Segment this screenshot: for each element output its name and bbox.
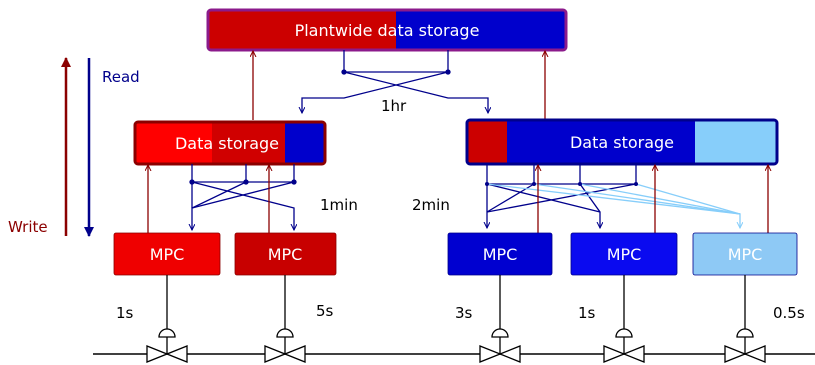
left-data-storage: Data storage	[133, 120, 327, 166]
sample-times: 1s 5s 3s 1s 0.5s	[116, 302, 805, 322]
legend: Read Write	[8, 57, 140, 237]
storage-write-lines	[253, 51, 545, 120]
mpc-4[interactable]: MPC	[570, 232, 678, 276]
mpc-1-label: MPC	[150, 245, 185, 264]
valve-icon	[146, 328, 188, 363]
right-storage-label: Data storage	[570, 133, 674, 152]
mpc-controllers: MPC MPC MPC MPC MPC	[113, 232, 798, 276]
mpc-4-label: MPC	[607, 245, 642, 264]
mpc-5-label: MPC	[728, 245, 763, 264]
left-read-lines	[190, 164, 296, 230]
mpc-write-lines	[148, 165, 768, 233]
plant-sync-interval: 1hr	[381, 97, 407, 115]
read-label: Read	[102, 68, 140, 86]
left-storage-border	[133, 120, 327, 166]
write-label: Write	[8, 218, 48, 236]
valve-icon	[264, 328, 306, 363]
sample-time-3: 3s	[455, 304, 473, 322]
sample-time-4: 1s	[578, 304, 596, 322]
sample-time-1: 1s	[116, 304, 134, 322]
left-storage-label: Data storage	[175, 134, 279, 153]
right-storage-border	[465, 118, 779, 166]
mpc-3[interactable]: MPC	[447, 232, 553, 276]
mpc-5[interactable]: MPC	[692, 232, 798, 276]
plantwide-storage: Plantwide data storage	[206, 8, 568, 52]
plantwide-read-lines	[302, 50, 488, 113]
valve-icon	[603, 328, 645, 363]
mpc-3-label: MPC	[483, 245, 518, 264]
right-sync-interval: 2min	[412, 196, 450, 214]
left-sync-interval: 1min	[320, 196, 358, 214]
plantwide-storage-label: Plantwide data storage	[295, 21, 480, 40]
mpc-2-label: MPC	[268, 245, 303, 264]
right-read-lines	[485, 164, 740, 228]
valve-icon	[724, 328, 766, 363]
valve-icon	[479, 328, 521, 363]
valves	[146, 328, 766, 363]
sample-time-5: 0.5s	[773, 304, 805, 322]
actuation-lines	[167, 275, 745, 335]
mpc-1[interactable]: MPC	[113, 232, 221, 276]
plantwide-storage-border	[206, 8, 568, 52]
sample-time-2: 5s	[316, 302, 334, 320]
right-data-storage: Data storage	[465, 118, 779, 166]
mpc-2[interactable]: MPC	[234, 232, 337, 276]
